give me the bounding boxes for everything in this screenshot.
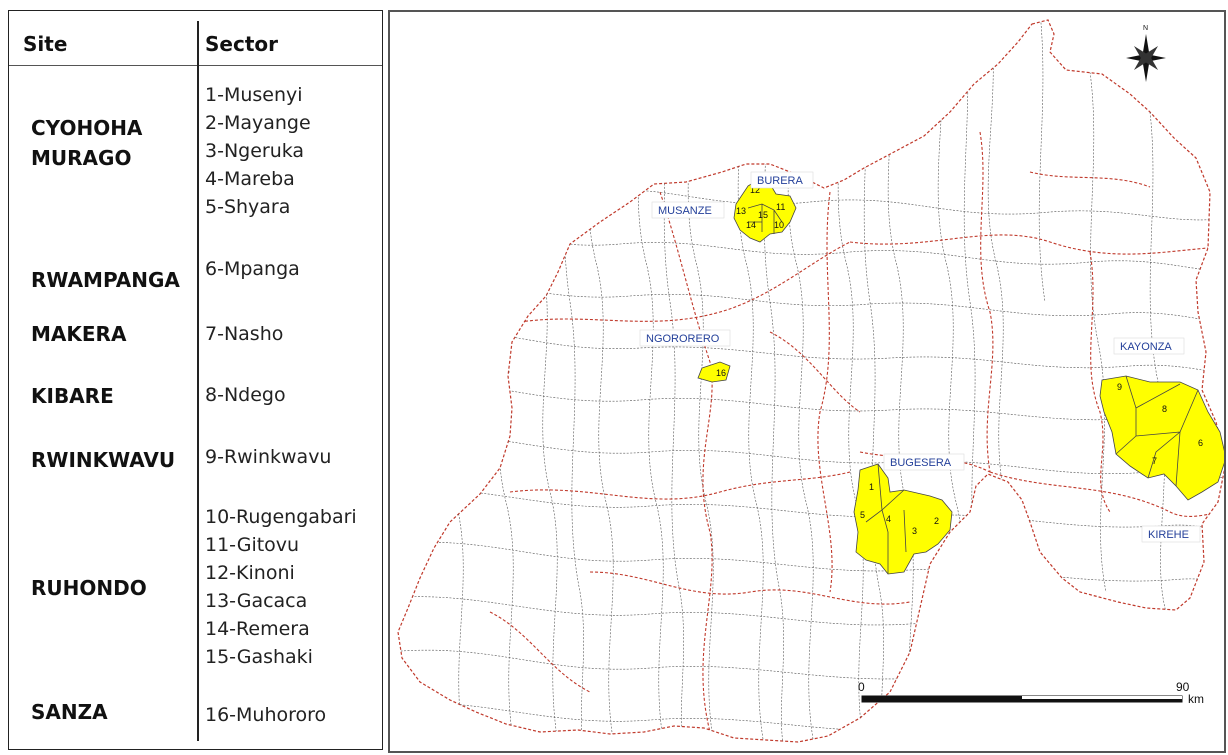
- north-arrow-icon: N: [1126, 25, 1166, 82]
- site-kibare: KIBARE: [31, 381, 114, 411]
- site-makera: MAKERA: [31, 319, 126, 349]
- site-sector-table: Site Sector CYOHOHA MURAGO 1-Musenyi 2-M…: [8, 10, 383, 750]
- sector-area-muhororo: [697, 361, 731, 383]
- sector-item: 16-Muhororo: [205, 704, 327, 726]
- sector-item: 9-Rwinkwavu: [205, 446, 332, 468]
- site-name: RUHONDO: [31, 576, 147, 600]
- table-header: Site Sector: [9, 11, 382, 66]
- highlighted-sectors: [697, 179, 1224, 575]
- sector-area-cyohoha-murago: [853, 463, 953, 575]
- sector-number-labels: 1 2 3 4 5 6 7 8 9 10 11 12 13 14 15 16: [716, 185, 1203, 536]
- sector-item: 1-Musenyi: [205, 84, 303, 106]
- scale-end: 90: [1176, 680, 1190, 694]
- site-name: CYOHOHA: [31, 116, 143, 140]
- sector-number: 3: [912, 526, 917, 536]
- site-cyohoha-murago: CYOHOHA MURAGO: [31, 113, 142, 173]
- sector-item: 2-Mayange: [205, 112, 311, 134]
- sector-number: 16: [716, 368, 726, 378]
- district-label-kirehe: KIREHE: [1148, 529, 1189, 541]
- sector-item: 5-Shyara: [205, 196, 291, 218]
- sector-item: 3-Ngeruka: [205, 140, 305, 162]
- site-name: RWINKWAVU: [31, 448, 176, 472]
- sector-item: 8-Ndego: [205, 384, 286, 406]
- district-label-ngororero: NGORORERO: [646, 333, 720, 345]
- site-rwampanga: RWAMPANGA: [31, 265, 180, 295]
- scale-start: 0: [858, 680, 865, 694]
- sector-list-kibare: 8-Ndego: [205, 381, 286, 409]
- district-label-musanze: MUSANZE: [658, 205, 712, 217]
- sector-number: 9: [1117, 382, 1122, 392]
- sector-list-sanza: 16-Muhororo: [205, 701, 326, 729]
- scale-unit: km: [1188, 692, 1204, 706]
- scale-bar: 0 90 km: [858, 680, 1204, 706]
- header-sector: Sector: [205, 32, 278, 56]
- sector-list-ruhondo: 10-Rugengabari 11-Gitovu 12-Kinoni 13-Ga…: [205, 503, 357, 671]
- header-site: Site: [23, 32, 68, 56]
- sector-item: 7-Nasho: [205, 323, 284, 345]
- sector-number: 7: [1152, 456, 1157, 466]
- sector-list-rwinkwavu: 9-Rwinkwavu: [205, 443, 331, 471]
- sector-number: 5: [860, 510, 865, 520]
- district-boundaries: [489, 131, 1224, 733]
- sector-list-cyohoha-murago: 1-Musenyi 2-Mayange 3-Ngeruka 4-Mareba 5…: [205, 81, 311, 221]
- highlighted-sector-borders: [747, 203, 1199, 574]
- column-divider: [197, 21, 199, 741]
- country-outline: [397, 19, 1224, 743]
- site-name: MURAGO: [31, 146, 132, 170]
- site-name: SANZA: [31, 700, 108, 724]
- sector-item: 14-Remera: [205, 618, 310, 640]
- sector-number: 4: [886, 514, 891, 524]
- sector-number: 13: [736, 206, 746, 216]
- site-name: RWAMPANGA: [31, 268, 180, 292]
- site-ruhondo: RUHONDO: [31, 573, 147, 603]
- site-name: KIBARE: [31, 384, 114, 408]
- map-canvas: 1 2 3 4 5 6 7 8 9 10 11 12 13 14 15 16 B…: [397, 19, 1224, 743]
- sector-number: 2: [934, 516, 939, 526]
- sector-number: 1: [869, 482, 874, 492]
- sector-number: 12: [750, 185, 760, 195]
- sector-list-rwampanga: 6-Mpanga: [205, 255, 300, 283]
- sector-number: 14: [746, 220, 756, 230]
- sector-number: 11: [776, 202, 785, 212]
- sector-area-kayonza: [1099, 375, 1224, 501]
- district-label-burera: BURERA: [757, 175, 804, 187]
- sector-number: 15: [758, 210, 768, 220]
- site-sanza: SANZA: [31, 697, 108, 727]
- sector-item: 12-Kinoni: [205, 562, 295, 584]
- rwanda-map: 1 2 3 4 5 6 7 8 9 10 11 12 13 14 15 16 B…: [388, 10, 1226, 753]
- sector-item: 10-Rugengabari: [205, 506, 357, 528]
- site-name: MAKERA: [31, 322, 127, 346]
- district-label-kayonza: KAYONZA: [1120, 341, 1172, 353]
- sector-item: 11-Gitovu: [205, 534, 300, 556]
- site-rwinkwavu: RWINKWAVU: [31, 445, 175, 475]
- north-label: N: [1143, 25, 1148, 32]
- sector-list-makera: 7-Nasho: [205, 320, 283, 348]
- sector-number: 8: [1162, 404, 1167, 414]
- district-label-bugesera: BUGESERA: [890, 457, 952, 469]
- sector-item: 6-Mpanga: [205, 258, 300, 280]
- sector-item: 4-Mareba: [205, 168, 295, 190]
- sector-number: 10: [774, 220, 784, 230]
- sector-item: 13-Gacaca: [205, 590, 308, 612]
- sector-item: 15-Gashaki: [205, 646, 313, 668]
- sector-number: 6: [1198, 438, 1203, 448]
- district-labels: BURERA MUSANZE NGORORERO KAYONZA BUGESER…: [639, 171, 1201, 543]
